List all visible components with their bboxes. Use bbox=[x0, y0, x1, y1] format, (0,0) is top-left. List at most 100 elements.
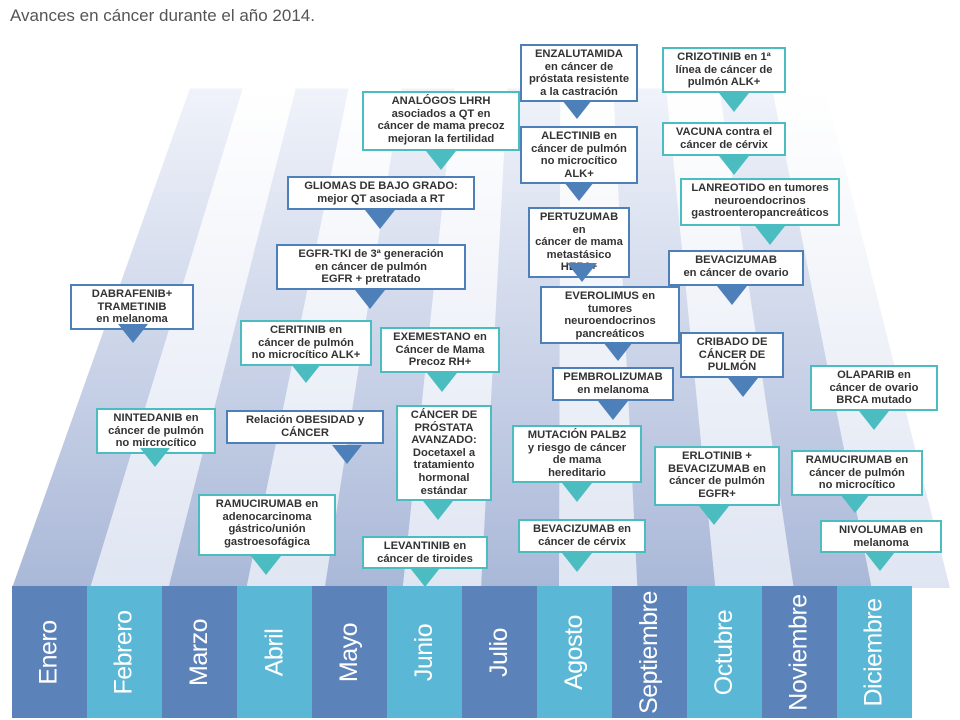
month-marzo: Marzo bbox=[162, 586, 237, 718]
event-text-line: CERITINIB en bbox=[269, 324, 343, 336]
month-enero: Enero bbox=[12, 586, 87, 718]
event-text-line: de mama bbox=[552, 454, 602, 467]
event-arrow bbox=[598, 401, 628, 420]
event-text-line: BEVACIZUMAB en bbox=[668, 462, 766, 475]
event-arrow bbox=[562, 100, 592, 119]
event-text-line: RAMUCIRUMAB en bbox=[215, 498, 319, 510]
event-text-line: gástrico/unión bbox=[228, 523, 306, 536]
event-text-line: NINTEDANIB en bbox=[113, 412, 199, 424]
event-text-line: EGFR-TKI de 3ª generación bbox=[298, 248, 444, 260]
event-text-line: en melanoma bbox=[577, 383, 649, 396]
event-text-line: tumores bbox=[587, 302, 633, 315]
month-noviembre: Noviembre bbox=[762, 586, 837, 718]
month-label: Noviembre bbox=[785, 593, 813, 711]
event-text-line: GLIOMAS DE BAJO GRADO: bbox=[304, 180, 458, 192]
event-arrow bbox=[603, 342, 633, 361]
month-octubre: Octubre bbox=[687, 586, 762, 718]
event-text-line: Cáncer de Mama bbox=[395, 343, 485, 356]
event-text-line: cáncer de pulmón bbox=[669, 475, 765, 488]
event-text-line: BEVACIZUMAB en bbox=[533, 523, 631, 535]
month-mayo: Mayo bbox=[312, 586, 387, 718]
event-text-line: en cáncer de ovario bbox=[683, 266, 789, 279]
event-arrow bbox=[140, 448, 170, 467]
event-text-line: PULMÓN bbox=[707, 361, 757, 374]
event-arrow bbox=[365, 210, 395, 229]
event-arrow bbox=[423, 501, 453, 520]
event-text-line: CÁNCER bbox=[281, 426, 329, 439]
event-text-line: asociados a QT en bbox=[391, 107, 491, 120]
event-text-line: no microcítico bbox=[818, 479, 896, 492]
event-text-line: LEVANTINIB en bbox=[383, 540, 467, 552]
event-text-line: NIVOLUMAB en bbox=[839, 524, 923, 536]
event-text-line: EGFR+ bbox=[698, 487, 736, 500]
event-text-line: y riesgo de cáncer bbox=[527, 441, 627, 454]
event-arrow bbox=[840, 494, 870, 513]
event-text-line: a la castración bbox=[540, 85, 618, 98]
event-text-line: DABRAFENIB+ bbox=[91, 288, 173, 300]
month-label: Enero bbox=[35, 619, 63, 685]
event-text-line: RAMUCIRUMAB en bbox=[805, 454, 909, 466]
event-arrow bbox=[567, 263, 597, 282]
event-text-line: PEMBROLIZUMAB bbox=[563, 371, 663, 383]
event-text-line: neuroendocrinos bbox=[564, 315, 656, 328]
page-title: Avances en cáncer durante el año 2014. bbox=[10, 6, 315, 25]
event-arrow bbox=[755, 226, 785, 245]
event-text-line: mejor QT asociada a RT bbox=[317, 192, 445, 205]
month-febrero: Febrero bbox=[87, 586, 162, 718]
event-text-line: cáncer de mama bbox=[535, 236, 623, 249]
event-text-line: no microcítico bbox=[540, 155, 618, 168]
event-arrow bbox=[355, 290, 385, 309]
month-septiembre: Septiembre bbox=[612, 586, 687, 718]
event-text-line: EVEROLIMUS en bbox=[564, 290, 656, 302]
event-text-line: CÁNCER DE bbox=[410, 409, 478, 421]
event-text-line: CRIZOTINIB en 1ª bbox=[677, 51, 771, 63]
event-text-line: CÁNCER DE bbox=[698, 348, 766, 361]
event-text-line: LANREOTIDO en tumores bbox=[691, 182, 829, 194]
event-text-line: cáncer de tiroides bbox=[377, 552, 473, 565]
event-arrow bbox=[426, 151, 456, 170]
event-text-line: VACUNA contra el bbox=[675, 126, 773, 138]
event-text-line: tratamiento bbox=[413, 459, 475, 472]
event-text-line: Docetaxel a bbox=[412, 446, 476, 459]
event-text-line: pulmón ALK+ bbox=[687, 76, 761, 89]
month-julio: Julio bbox=[462, 586, 537, 718]
month-label: Junio bbox=[409, 623, 438, 681]
month-label: Marzo bbox=[185, 618, 213, 686]
event-text-line: no mircrocítico bbox=[115, 437, 197, 450]
event-text-line: próstata resistente bbox=[528, 73, 630, 86]
event-arrow bbox=[717, 286, 747, 305]
event-text-line: ERLOTINIB + bbox=[682, 450, 752, 462]
event-text-line: cáncer de pulmón bbox=[258, 336, 354, 349]
event-text-line: PERTUZUMAB en bbox=[539, 211, 619, 236]
event-text-line: cáncer de mama precoz bbox=[377, 120, 505, 133]
month-diciembre: Diciembre bbox=[837, 586, 912, 718]
event-text-line: cáncer de pulmón bbox=[531, 142, 627, 155]
event-text-line: ANALÓGOS LHRH bbox=[391, 95, 491, 107]
event-text-line: TRAMETINIB bbox=[97, 300, 167, 313]
event-text-line: ENZALUTAMIDA bbox=[534, 48, 624, 60]
event-text-line: MUTACIÓN PALB2 bbox=[527, 429, 627, 441]
event-text-line: CRIBADO DE bbox=[696, 336, 768, 348]
event-text-line: BEVACIZUMAB bbox=[695, 254, 777, 266]
month-label: Febrero bbox=[110, 609, 139, 695]
event-text-line: estándar bbox=[420, 484, 468, 497]
event-arrow bbox=[719, 93, 749, 112]
month-label: Julio bbox=[484, 627, 513, 677]
event-box: GLIOMAS DE BAJO GRADO:mejor QT asociada … bbox=[287, 176, 475, 210]
event-arrow bbox=[291, 364, 321, 383]
